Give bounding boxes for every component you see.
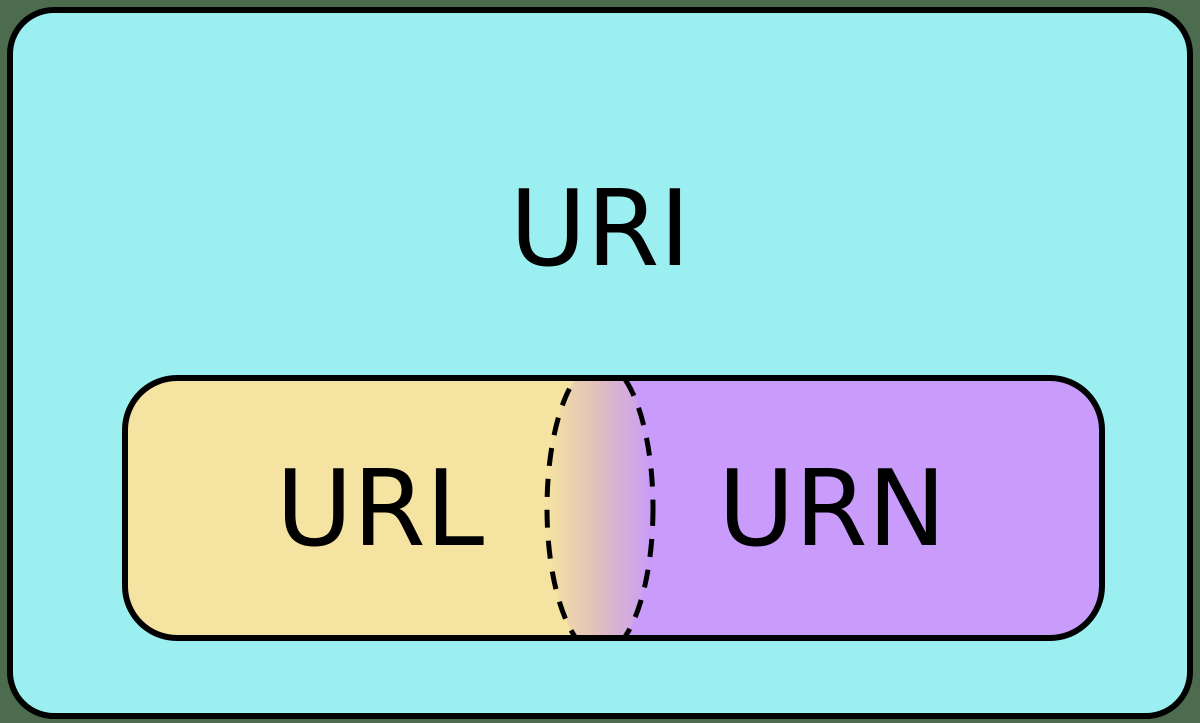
url-urn-inner-box xyxy=(122,375,1105,641)
url-label: URL xyxy=(276,448,484,570)
overlap-region-dashed-outline xyxy=(544,378,656,638)
overlap-region-fill xyxy=(547,378,653,638)
uri-label: URI xyxy=(510,168,691,290)
url-fill-region xyxy=(125,378,601,638)
urn-fill-region xyxy=(599,378,1102,638)
urn-label: URN xyxy=(718,448,946,570)
